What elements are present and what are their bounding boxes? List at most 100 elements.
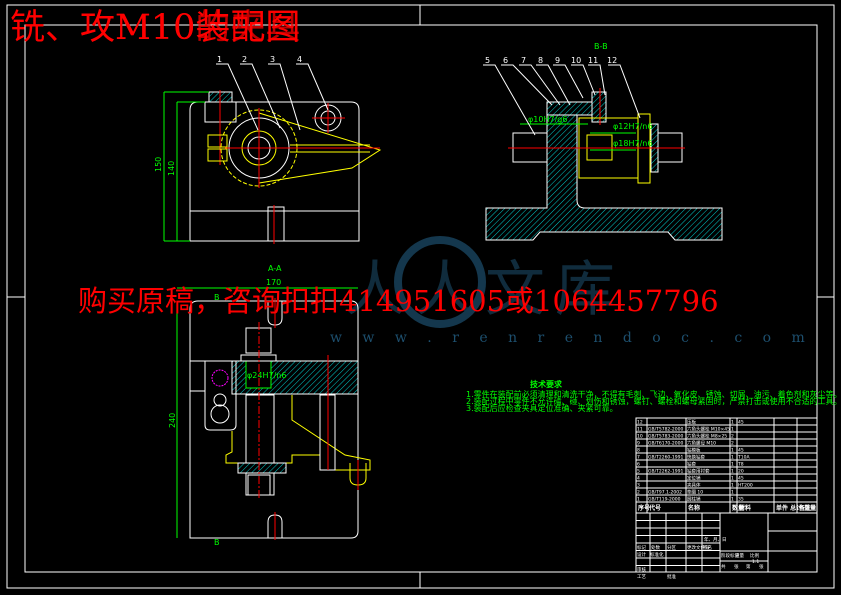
title-block-label: 处数	[651, 544, 660, 551]
parts-cell: 6	[637, 461, 640, 467]
dim-150: 150	[154, 157, 163, 172]
tech-req-title: 技术要求	[530, 379, 563, 389]
parts-cell: GB/T97.1-2002	[648, 489, 682, 495]
drawing-title: 铣、攻M10装配图	[10, 8, 301, 48]
tech-req-line-3: 3.装配后应检查夹具定位准确、夹紧可靠。	[466, 403, 618, 413]
section-bb-title: B-B	[594, 42, 608, 51]
parts-cell: 35	[738, 496, 744, 502]
parts-cell: T10A	[737, 454, 750, 460]
parts-cell: GB/T6170-2000	[648, 440, 684, 446]
watermark-logo: 人人文库	[345, 236, 625, 328]
parts-header-cell: 名称	[688, 504, 700, 512]
part-label-6: 6	[503, 56, 508, 65]
drawing-title-overlap: 攻M10的夹具	[80, 8, 301, 48]
parts-cell: 垫圈 10	[687, 488, 703, 495]
section-bb-view: B-B φ10H7/g6 φ12H7/n6 φ18H7/n6 5 6 7 8 9…	[483, 42, 723, 241]
part-label-7: 7	[521, 56, 526, 65]
parts-cell: 20	[738, 468, 744, 474]
parts-cell: 7	[637, 454, 640, 460]
title-block-label: 1:1	[752, 559, 759, 565]
parts-cell: T8	[737, 461, 744, 467]
fit-phi24: φ24H7/n6	[247, 371, 286, 380]
part-label-9: 9	[555, 56, 560, 65]
inner-frame	[24, 24, 818, 573]
title-block-label: 标记	[637, 544, 646, 551]
parts-cell: 1	[731, 447, 734, 453]
parts-header-cell: 数量	[732, 504, 744, 512]
parts-cell: 快换钻套	[687, 453, 705, 460]
parts-cell: 4	[637, 475, 640, 481]
tech-req-line-2: 2.装配过程中零件不允许磕、碰、划伤和锈蚀，螺钉、螺栓和螺母紧固时，严禁打击或使…	[466, 396, 841, 406]
watermark-logo-text: 人人文库	[345, 255, 625, 325]
parts-cell: 3	[637, 482, 640, 488]
section-mark-bottom: B	[214, 538, 220, 547]
parts-cell: GB/T5782-2000	[648, 426, 684, 432]
part-label-5: 5	[485, 56, 490, 65]
title-block-label: 审核	[637, 566, 646, 573]
dim-170: 170	[266, 278, 281, 287]
parts-cell: 钻模板	[687, 446, 701, 453]
parts-cell: 1	[731, 419, 734, 425]
parts-cell: 1	[731, 496, 734, 502]
parts-cell: GB/T2262-1991	[648, 468, 684, 474]
title-block-label: 工艺	[637, 574, 646, 580]
parts-cell: 8	[637, 447, 640, 453]
part-label-12: 12	[607, 56, 617, 65]
parts-cell: 1	[731, 454, 734, 460]
parts-cell: 1	[731, 468, 734, 474]
part-label-1: 1	[217, 55, 222, 64]
title-block-label: 批准	[667, 573, 676, 580]
parts-cell: GB/T5783-2000	[648, 433, 684, 439]
title-block-label: 张	[759, 563, 764, 570]
dim-140: 140	[167, 161, 176, 176]
parts-cell: 45	[738, 475, 744, 481]
parts-header-cell: 材料	[738, 504, 751, 512]
parts-cell: 45	[738, 447, 744, 453]
parts-cell: 定位销	[687, 474, 701, 481]
parts-cell: HT200	[738, 482, 753, 488]
parts-cell: 钻套用衬套	[687, 467, 710, 474]
title-block-label: 阶段标记	[721, 552, 739, 559]
title-block-label: 重量	[735, 552, 744, 559]
top-view: 150 140 1 2 3 4	[154, 55, 382, 244]
dim-240: 240	[168, 413, 177, 428]
parts-cell: 2	[637, 489, 640, 495]
part-label-3: 3	[270, 55, 275, 64]
parts-header-cell: 序号	[637, 504, 650, 512]
parts-cell: 11	[637, 426, 643, 432]
parts-cell: 12	[637, 419, 643, 425]
parts-cell: 1	[637, 496, 640, 502]
parts-cell: 六角头螺栓 M10×45	[687, 425, 730, 432]
title-block-label: 第	[746, 563, 751, 570]
watermark-url: w w w . r e n r e n d o c . c o m	[330, 330, 813, 346]
parts-cell: 5	[637, 468, 640, 474]
parts-cell: GB/T119-2000	[648, 496, 681, 502]
parts-header-cell: 备注	[798, 504, 811, 512]
parts-cell: 1	[731, 461, 734, 467]
parts-cell: 1	[731, 475, 734, 481]
parts-cell: 六角头螺栓 M8×25	[687, 432, 727, 439]
parts-cell: 1	[731, 482, 734, 488]
title-block-label: 更改文件号	[687, 544, 710, 551]
parts-header-cell: 代号	[648, 504, 661, 512]
part-label-11: 11	[588, 56, 598, 65]
part-label-8: 8	[538, 56, 543, 65]
parts-cell: 9	[637, 440, 640, 446]
parts-cell: 45	[738, 419, 744, 425]
parts-cell: 2	[731, 440, 734, 446]
parts-cell: 10	[637, 433, 643, 439]
technical-requirements: 技术要求 1.零件在装配前必须清理和清洗干净，不得有毛刺、飞边、氧化皮、锈蚀、切…	[466, 379, 841, 413]
part-label-10: 10	[571, 56, 581, 65]
title-block-label: 共	[721, 563, 726, 570]
parts-cell: 1	[731, 489, 734, 495]
title-block-label: 签名	[703, 544, 712, 551]
parts-cell: GB/T2260-1991	[648, 454, 684, 460]
promo-watermark-text: 购买原稿，咨询扣扣414951605或1064457796	[78, 284, 719, 318]
title-block-label: 比例	[750, 552, 759, 559]
parts-cell: 六角螺母 M10	[687, 439, 716, 446]
parts-cell: 钻套	[687, 460, 696, 467]
title-block-label: 设计	[637, 551, 646, 558]
parts-header-cell: 单件 总计 重量	[776, 504, 816, 512]
parts-cell: 夹具体	[687, 481, 701, 488]
